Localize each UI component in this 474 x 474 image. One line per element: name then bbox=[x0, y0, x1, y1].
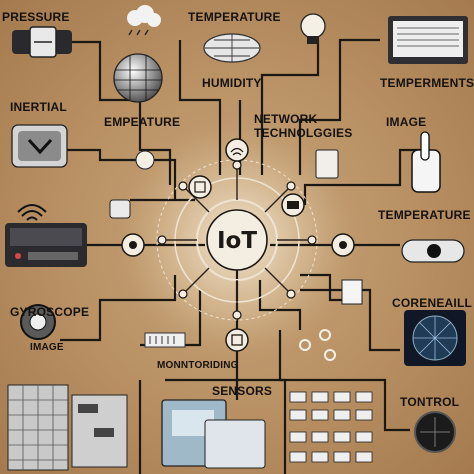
line-inertial bbox=[45, 148, 177, 200]
line-temperments bbox=[298, 38, 380, 175]
inertial-sensor-icon bbox=[11, 124, 68, 168]
label-humidity: HUMIDITY bbox=[202, 76, 262, 90]
label-network: NETWORK bbox=[254, 112, 318, 126]
line-bulb bbox=[260, 40, 320, 175]
label-inertial: INERTIAL bbox=[10, 100, 67, 114]
touch-sensor-icon bbox=[135, 150, 155, 170]
label-temperature-right: TEMPERATURE bbox=[378, 208, 471, 222]
robot-icon bbox=[109, 199, 131, 219]
camera-node-icon bbox=[281, 193, 305, 217]
label-image-bottom: IMAGE bbox=[30, 342, 64, 353]
line-tontrol bbox=[278, 330, 410, 432]
chip-icon bbox=[188, 175, 212, 199]
center-nodes bbox=[157, 160, 317, 320]
line-molecule bbox=[258, 280, 302, 330]
label-gyroscope: GYROSCOPE bbox=[10, 305, 90, 319]
iot-center-label: IoT bbox=[216, 228, 258, 254]
gyroscope-icon bbox=[20, 304, 56, 340]
temperature-camera-icon bbox=[401, 239, 465, 263]
center-spokes bbox=[162, 165, 312, 315]
cloud-sensor-icon bbox=[127, 5, 161, 36]
label-corenealll: CORENEAILL bbox=[392, 296, 472, 310]
line-corenealll bbox=[300, 288, 400, 352]
label-temperature-top: TEMPERATURE bbox=[188, 10, 281, 24]
line-temperature bbox=[178, 40, 222, 175]
tablet-icon bbox=[315, 149, 339, 179]
label-pressure: PRESSURE bbox=[2, 10, 70, 24]
cpu-node-icon bbox=[225, 328, 249, 352]
label-empeature: EMPEATURE bbox=[104, 115, 181, 129]
tontrol-sensor-icon bbox=[414, 411, 456, 453]
label-sensors: SENSORS bbox=[212, 384, 273, 398]
line-image bbox=[303, 148, 430, 205]
cctv-cameras-icon bbox=[71, 394, 128, 468]
disco-ball-icon bbox=[113, 53, 163, 103]
sensors-panel-icon bbox=[161, 399, 266, 469]
label-temperments: TEMPERMENTS bbox=[380, 76, 474, 90]
hub-left-node-icon bbox=[121, 233, 145, 257]
sensor-module-grid-icon bbox=[289, 391, 373, 463]
lightbulb-icon bbox=[300, 13, 326, 44]
iot-hub-circle bbox=[206, 209, 268, 271]
building-icon bbox=[7, 384, 69, 471]
pressure-sensor-icon bbox=[12, 26, 72, 58]
label-tontrol: TONTROL bbox=[400, 395, 460, 409]
corenealll-sensor-icon bbox=[404, 310, 466, 366]
hub-right-node-icon bbox=[331, 233, 355, 257]
wifi-icon bbox=[17, 204, 47, 221]
line-gyroscope bbox=[60, 275, 177, 342]
label-image-top: IMAGE bbox=[386, 115, 427, 129]
line-sensors-box bbox=[165, 378, 287, 474]
document-icon bbox=[341, 279, 363, 305]
label-network-technologies: TECHNOLGGIES bbox=[254, 126, 353, 140]
molecule-icon bbox=[299, 329, 336, 361]
wifi-node-icon bbox=[225, 138, 249, 162]
strip-sensor-icon bbox=[144, 332, 186, 348]
label-monitoring: MONNTORIDING bbox=[157, 360, 239, 371]
hand-touch-icon bbox=[411, 131, 441, 193]
temperments-monitor-icon bbox=[388, 16, 468, 64]
globe-sensor-icon bbox=[203, 33, 261, 63]
control-device-icon bbox=[5, 223, 87, 267]
